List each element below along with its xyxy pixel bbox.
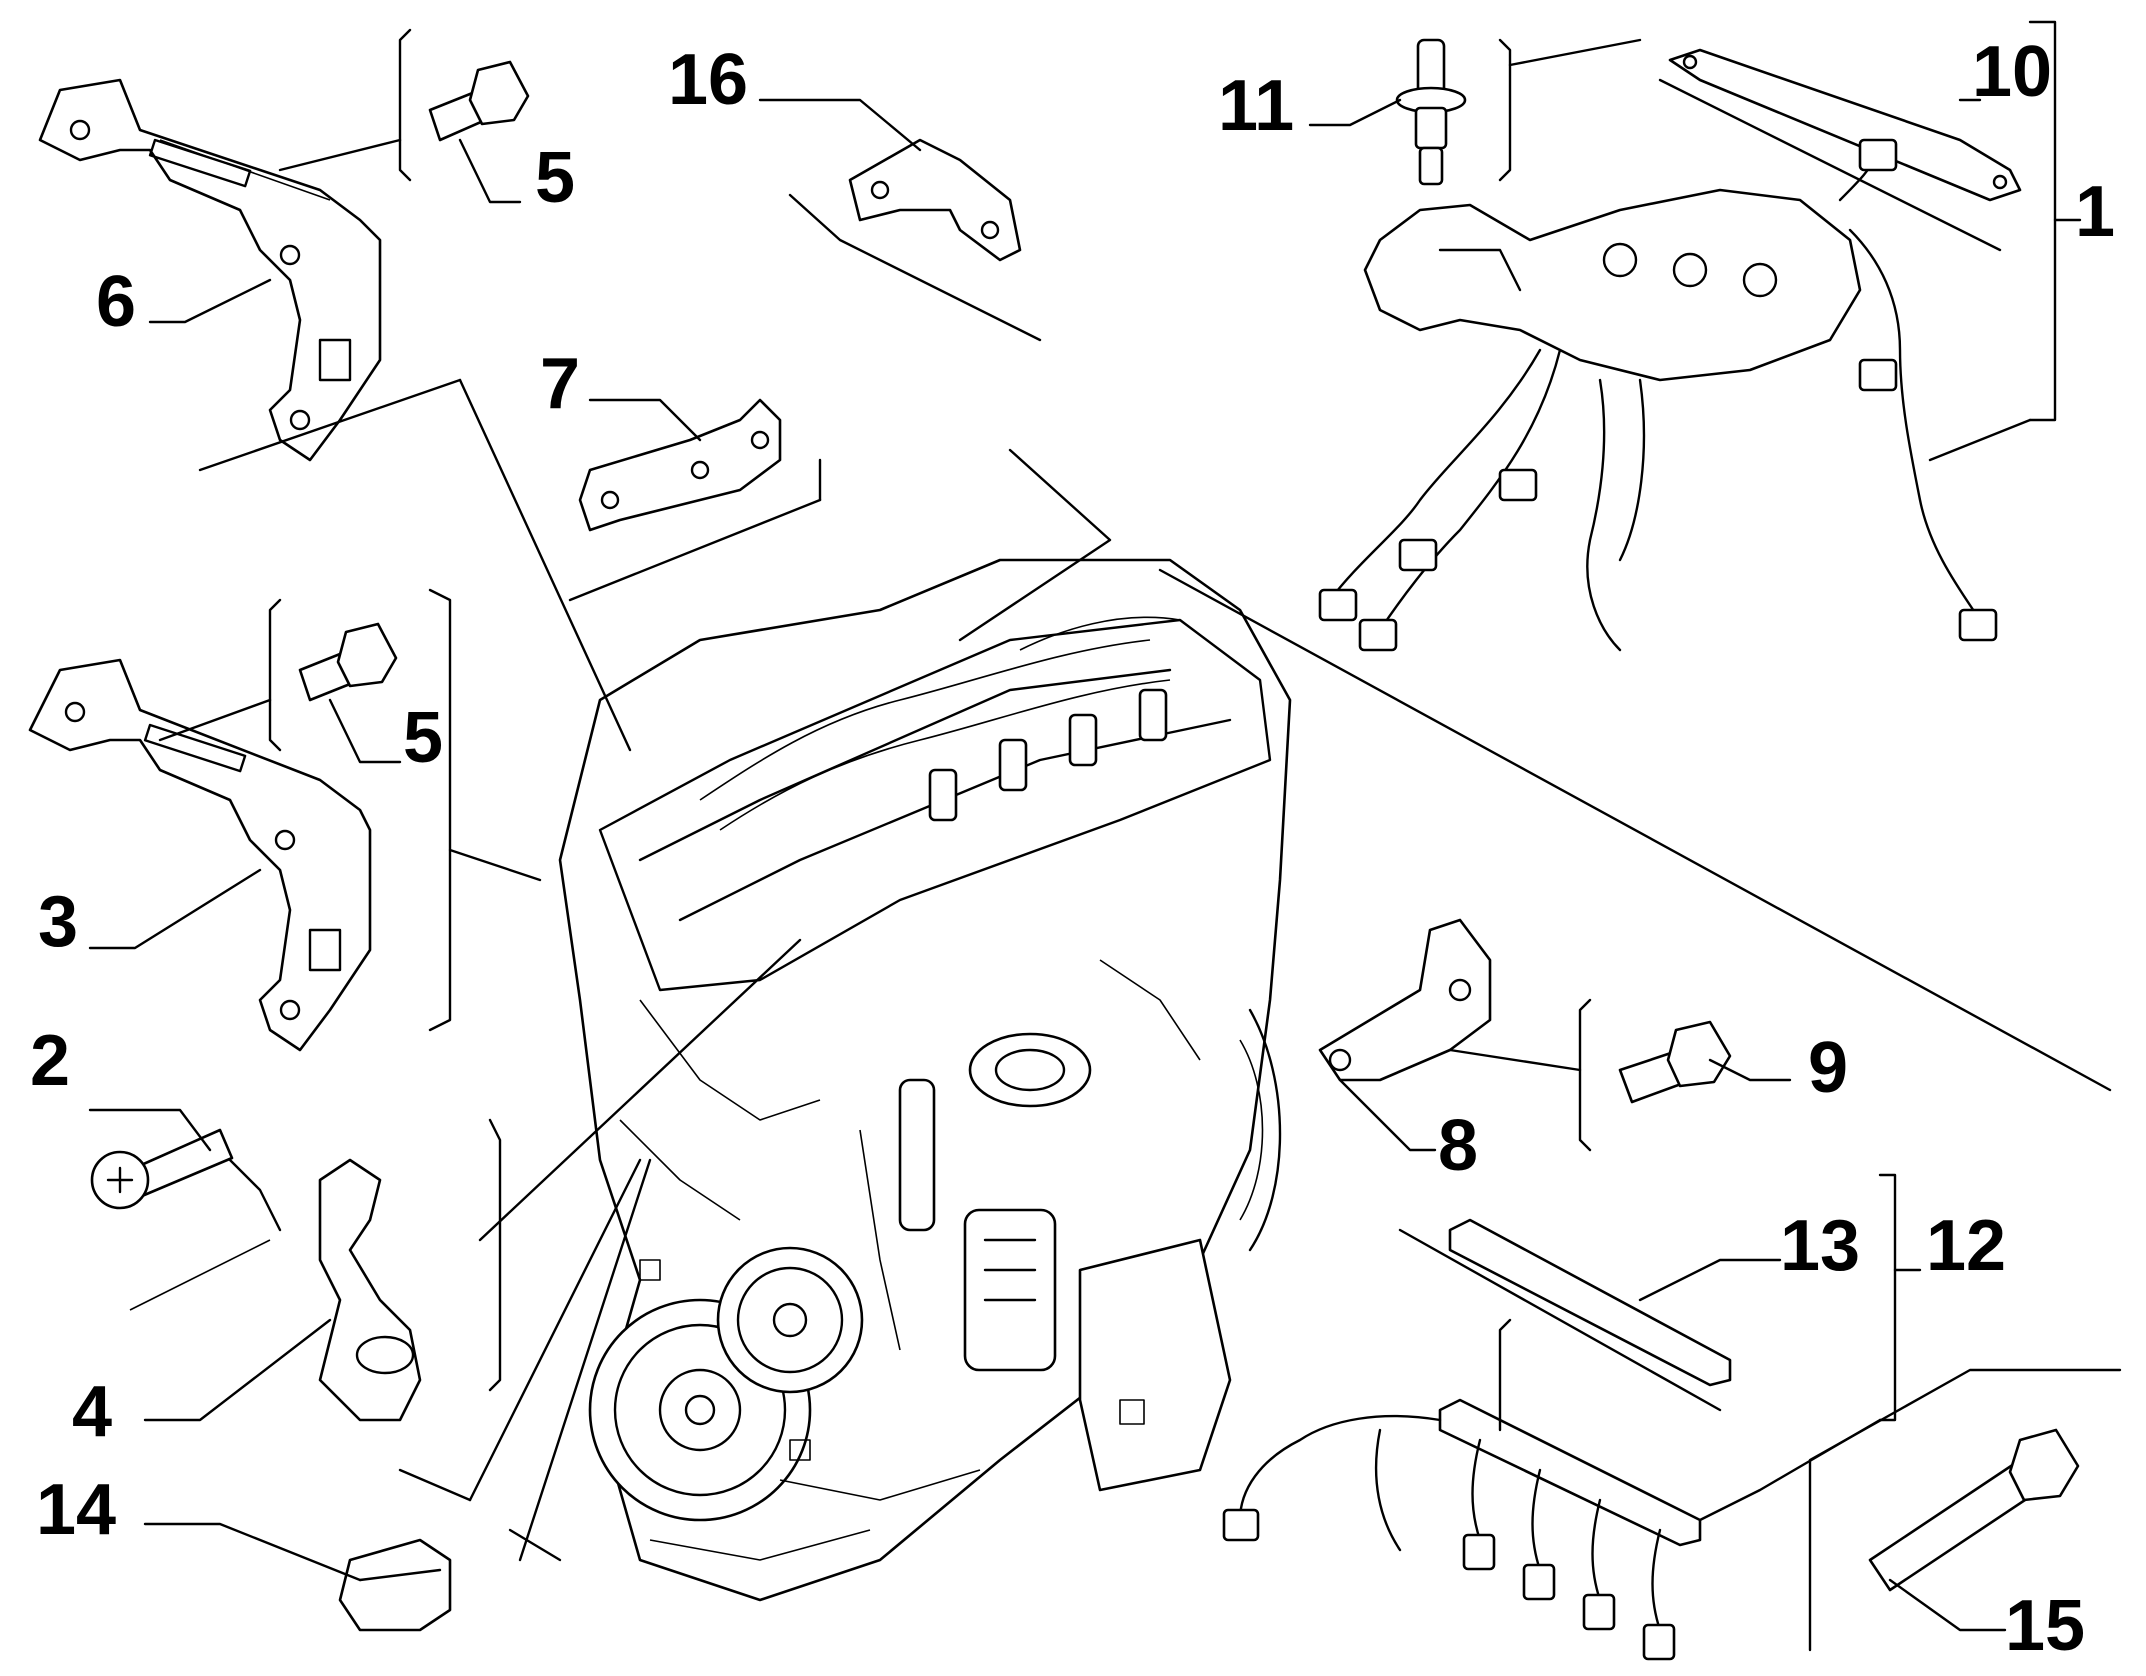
label-part-5-lower: 5: [403, 698, 443, 778]
leader-lines: [88, 20, 2122, 1652]
label-part-15: 15: [2005, 1586, 2085, 1666]
label-part-6: 6: [96, 262, 136, 342]
label-part-11: 11: [1218, 66, 1294, 146]
bracket-8: [1318, 918, 1492, 1082]
clip-4: [318, 1158, 422, 1422]
clip-14: [338, 1538, 452, 1632]
bolt-5-upper: [428, 60, 530, 142]
strip-13: [1448, 1218, 1732, 1387]
label-part-8: 8: [1438, 1106, 1478, 1186]
label-part-13: 13: [1780, 1206, 1860, 1286]
label-part-2: 2: [30, 1021, 70, 1101]
label-part-1: 1: [2075, 172, 2115, 252]
engine-assembly: [558, 558, 1292, 1602]
bolt-15: [1868, 1428, 2080, 1592]
label-part-9: 9: [1808, 1028, 1848, 1108]
bolt-9: [1618, 1020, 1732, 1104]
label-part-5-upper: 5: [535, 138, 575, 218]
strip-10: [1668, 48, 2022, 202]
plate-7: [578, 398, 782, 532]
stud-11: [1395, 38, 1467, 186]
label-part-4: 4: [72, 1372, 112, 1452]
label-part-7: 7: [540, 344, 580, 424]
label-part-12: 12: [1926, 1206, 2006, 1286]
harness-12: [1222, 1398, 1702, 1661]
bracket-3: [28, 658, 372, 1052]
label-part-14: 14: [36, 1470, 116, 1550]
label-part-10: 10: [1972, 32, 2052, 112]
part-labels: 1 2 3 4 5 5 6 7 8 9 10 11 12 13 14 15 16: [30, 32, 2115, 1666]
screw-2: [90, 1128, 234, 1210]
bolt-5-lower: [298, 622, 398, 702]
bracket-16: [848, 138, 1022, 262]
wiring-harness-1: [1318, 138, 1998, 652]
label-part-16: 16: [668, 40, 748, 120]
label-part-3: 3: [38, 882, 78, 962]
bracket-6: [38, 78, 382, 462]
